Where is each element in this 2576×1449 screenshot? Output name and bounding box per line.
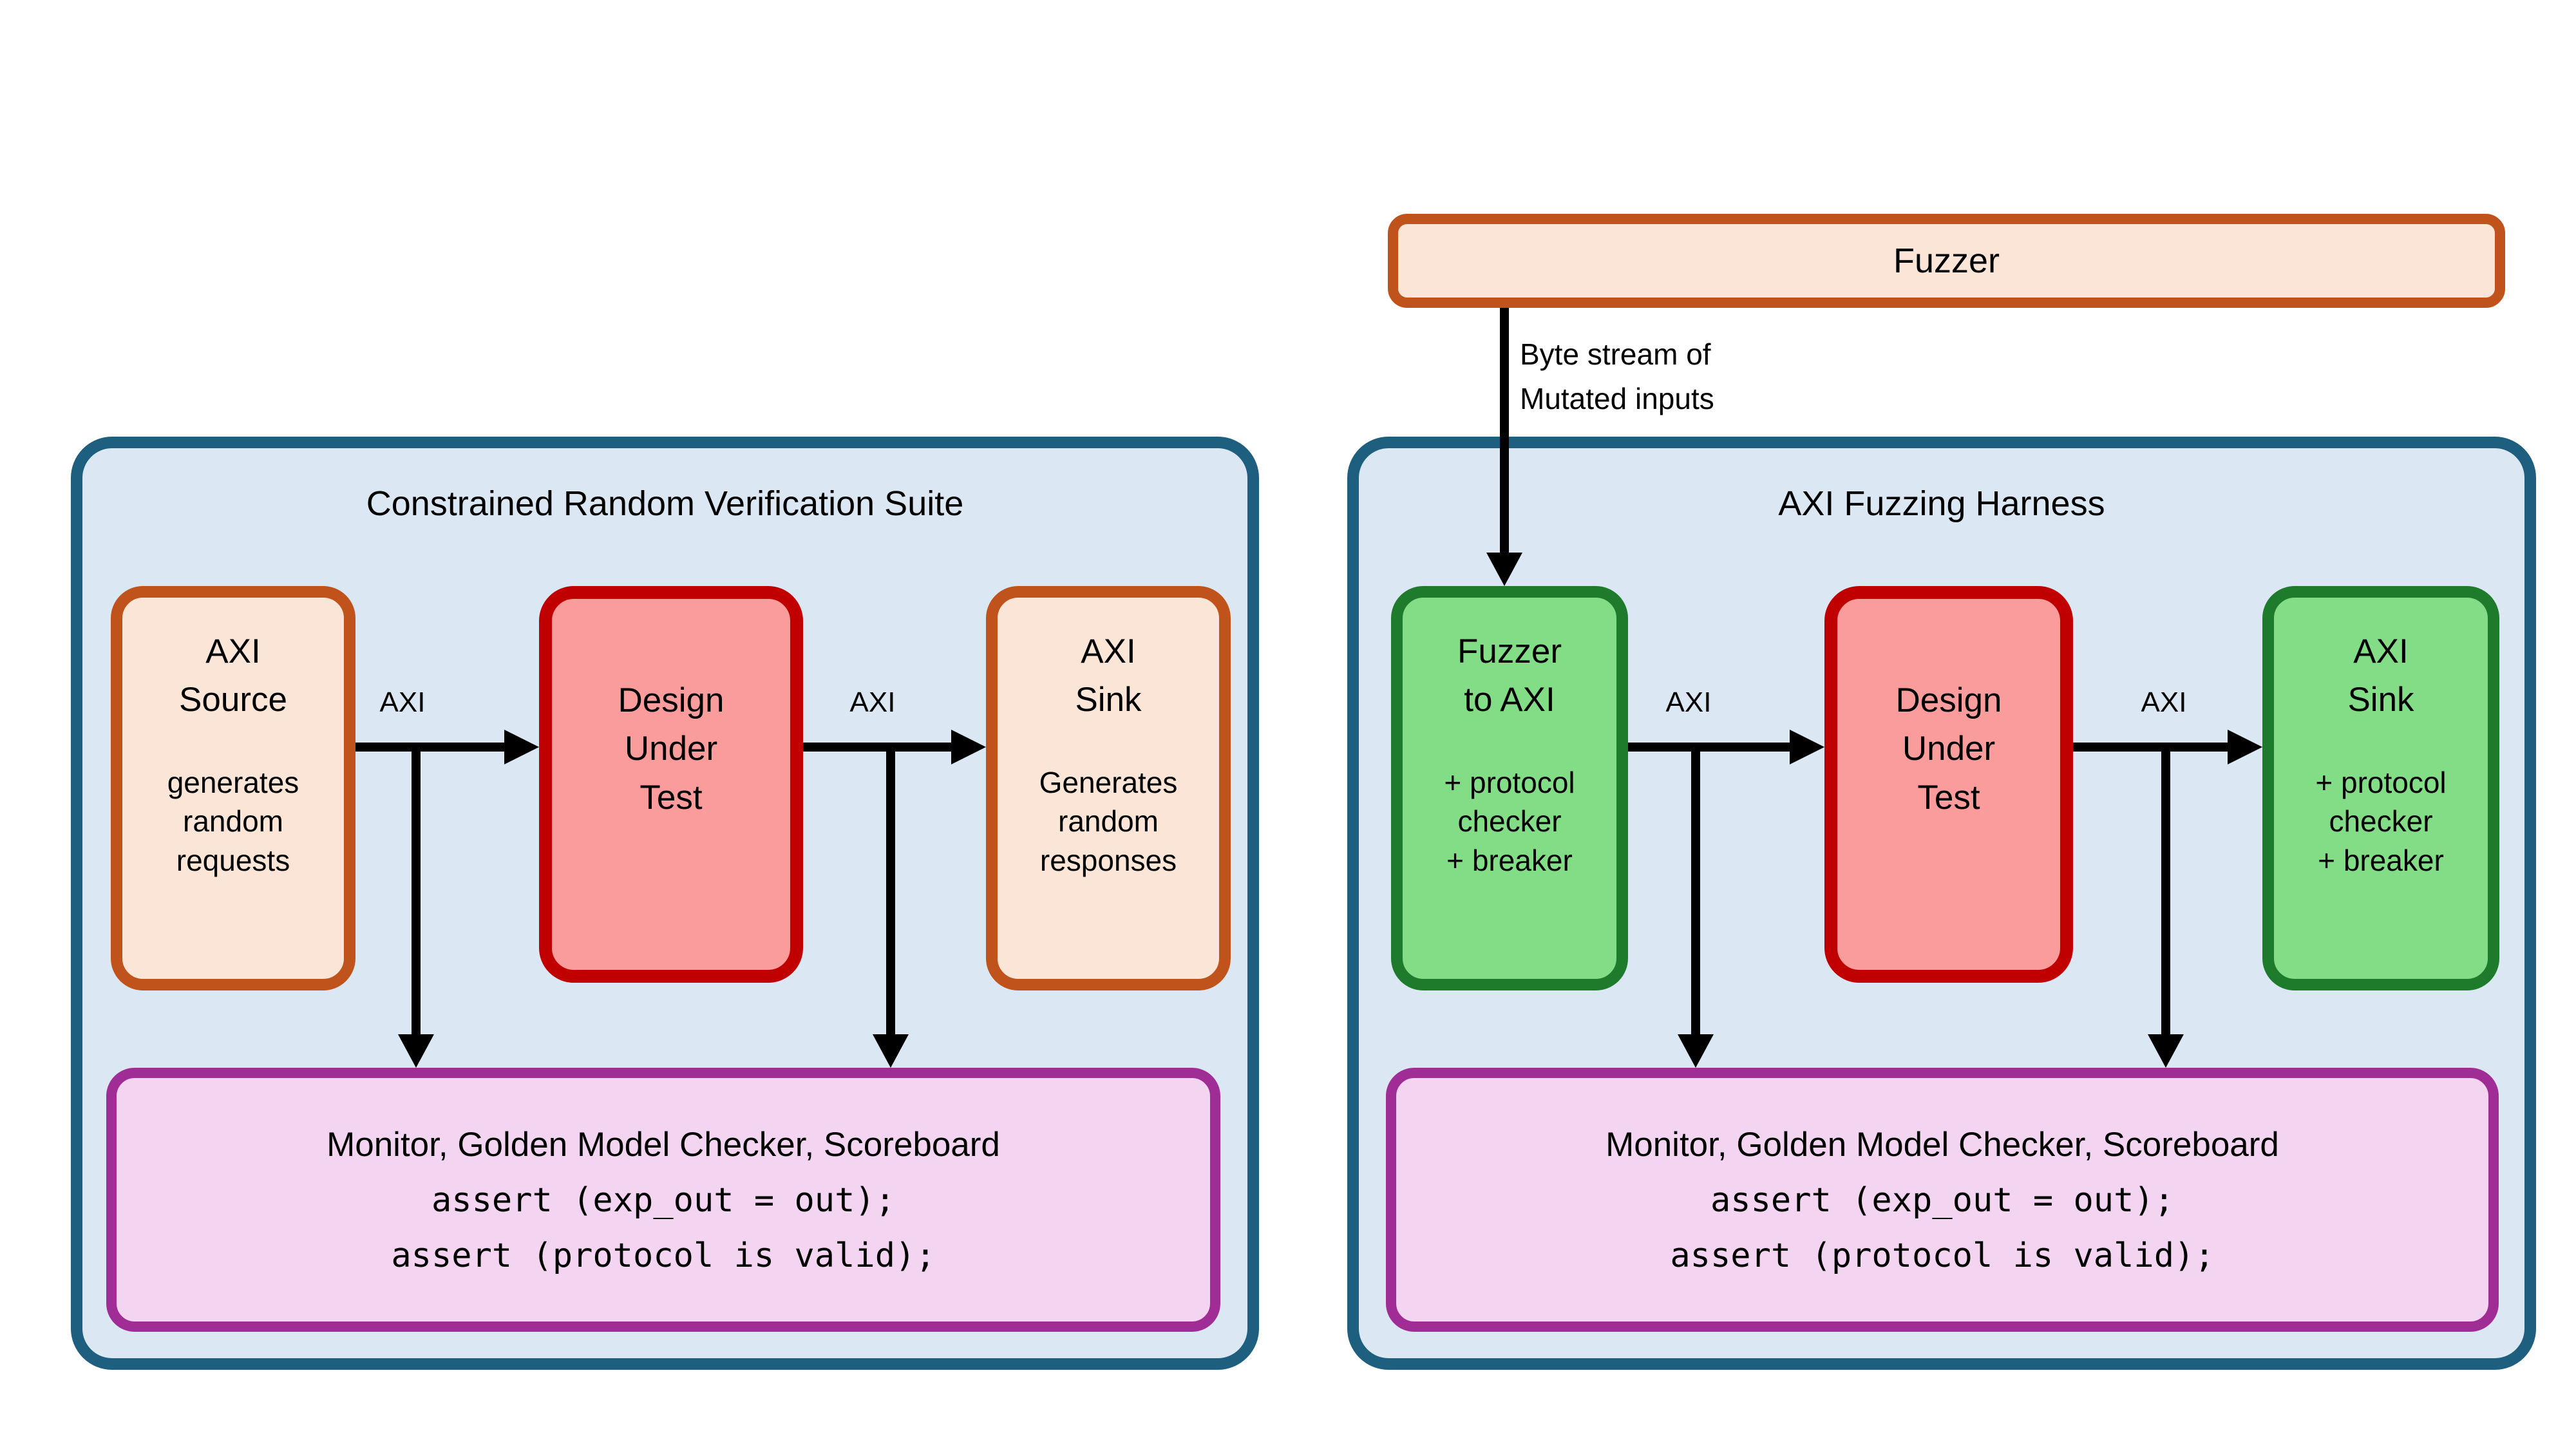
right-axi-sink-title: AXI Sink [2347,632,2414,719]
axi-source-title: AXI Source [179,632,287,719]
right-assert-line-2: assert (protocol is valid); [1670,1236,2215,1275]
right-panel-title: AXI Fuzzing Harness [1778,484,2105,523]
right-axi-label-1: AXI [1665,687,1712,718]
left-arrow-2-arrowhead-icon [951,730,986,764]
byte-stream-note: Byte stream of Mutated inputs [1520,337,1714,415]
left-monitor-box: Monitor, Golden Model Checker, Scoreboar… [106,1068,1220,1332]
fuzzer-to-axi-box: Fuzzer to AXI + protocol checker + break… [1391,586,1628,990]
left-branch-1-arrowhead-icon [398,1034,434,1068]
right-arrow-1-line [1628,743,1790,752]
fuzzer-to-axi-desc: + protocol checker + breaker [1444,765,1575,877]
right-arrow-1-arrowhead-icon [1790,730,1824,764]
left-axi-sink-desc: Generates random responses [1039,765,1178,877]
fuzzer-arrowhead-icon [1486,553,1522,586]
fuzzer-arrow-line [1500,308,1509,554]
axi-source-desc: generates random requests [167,765,299,877]
right-branch-1-line [1691,747,1700,1036]
left-dut-box: Design Under Test [539,586,803,983]
left-arrow-2-line [803,743,954,752]
fuzzer-label: Fuzzer [1893,242,2000,280]
left-axi-sink-title: AXI Sink [1075,632,1142,719]
left-branch-1-line [412,747,421,1036]
left-dut-title: Design Under Test [618,681,724,817]
fuzzer-to-axi-title: Fuzzer to AXI [1457,632,1562,719]
left-axi-label-1: AXI [379,687,426,718]
right-arrow-2-arrowhead-icon [2228,730,2262,764]
right-branch-1-arrowhead-icon [1678,1034,1714,1068]
left-assert-line-2: assert (protocol is valid); [391,1236,936,1275]
right-dut-title: Design Under Test [1895,681,2002,817]
left-axi-sink-box: AXI Sink Generates random responses [986,586,1231,990]
right-monitor-title: Monitor, Golden Model Checker, Scoreboar… [1605,1125,2279,1164]
right-branch-2-arrowhead-icon [2148,1034,2184,1068]
axi-source-box: AXI Source generates random requests [111,586,355,990]
right-dut-box: Design Under Test [1824,586,2073,983]
left-branch-2-line [886,747,895,1036]
fuzzer-box: Fuzzer [1388,214,2505,308]
right-assert-line-1: assert (exp_out = out); [1710,1180,2175,1220]
right-axi-sink-box: AXI Sink + protocol checker + breaker [2262,586,2499,990]
left-assert-line-1: assert (exp_out = out); [431,1180,896,1220]
left-arrow-1-line [355,743,507,752]
left-branch-2-arrowhead-icon [873,1034,909,1068]
right-arrow-2-line [2073,743,2228,752]
left-monitor-title: Monitor, Golden Model Checker, Scoreboar… [327,1125,1000,1164]
left-arrow-1-arrowhead-icon [504,730,539,764]
left-axi-label-2: AXI [849,687,896,718]
right-axi-sink-desc: + protocol checker + breaker [2315,765,2447,877]
left-panel-title: Constrained Random Verification Suite [366,484,964,523]
right-monitor-box: Monitor, Golden Model Checker, Scoreboar… [1386,1068,2499,1332]
right-branch-2-line [2161,747,2170,1036]
right-axi-label-2: AXI [2141,687,2187,718]
